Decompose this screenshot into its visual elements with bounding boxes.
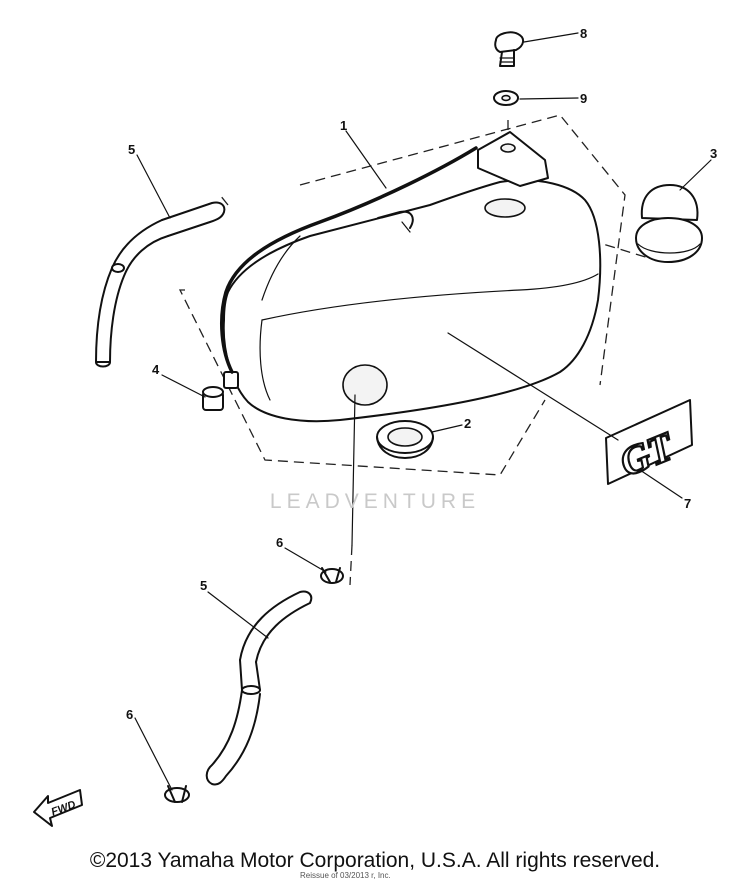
callout-2: 2 bbox=[464, 416, 471, 431]
leader-lines bbox=[134, 32, 712, 791]
callout-7: 7 bbox=[684, 496, 691, 511]
callout-3: 3 bbox=[710, 146, 717, 161]
assembly-dashed-lines bbox=[178, 114, 656, 586]
copyright-notice: ©2013 Yamaha Motor Corporation, U.S.A. A… bbox=[89, 849, 661, 872]
callout-6-lower: 6 bbox=[126, 707, 133, 722]
watermark: LEADVENTURE bbox=[270, 490, 480, 513]
callout-6-upper: 6 bbox=[276, 535, 283, 550]
callout-5-lower: 5 bbox=[200, 578, 207, 593]
oil-tank bbox=[222, 131, 602, 423]
washer bbox=[493, 90, 519, 106]
oil-line-wire bbox=[220, 146, 478, 374]
fwd-arrow-icon: FWD bbox=[33, 789, 83, 827]
bushing bbox=[202, 386, 224, 411]
bolt bbox=[494, 31, 524, 67]
small-note: Reissue of 03/2013 r, Inc. bbox=[300, 871, 391, 880]
oil-hose-lower bbox=[205, 590, 313, 786]
hose-clip-upper bbox=[320, 567, 344, 584]
callout-1: 1 bbox=[340, 118, 347, 133]
breather-hose-upper bbox=[95, 201, 226, 368]
callout-8: 8 bbox=[580, 26, 587, 41]
callout-9: 9 bbox=[580, 91, 587, 106]
tank-cap bbox=[635, 184, 703, 263]
hose-clip-lower bbox=[164, 785, 190, 803]
callout-numbers: 8 9 3 1 5 4 2 7 6 5 6 bbox=[126, 26, 717, 722]
callout-4: 4 bbox=[152, 362, 160, 377]
gt-emblem: GT bbox=[605, 399, 693, 486]
grommet bbox=[376, 420, 434, 459]
callout-5-upper: 5 bbox=[128, 142, 135, 157]
